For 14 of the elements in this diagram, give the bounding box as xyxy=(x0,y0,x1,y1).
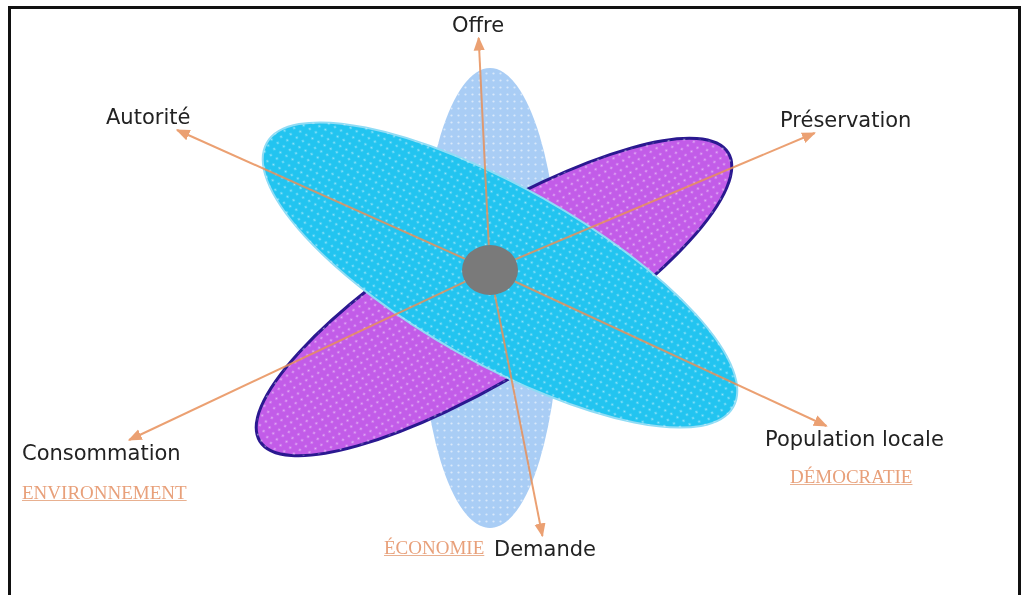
dimension-label: ÉCONOMIE xyxy=(384,537,485,559)
axis-arrow xyxy=(513,280,828,427)
axis-label: Demande xyxy=(494,536,596,562)
axis-label: Offre xyxy=(452,12,505,38)
axis-label: Préservation xyxy=(780,107,912,133)
axis-arrow xyxy=(493,293,546,538)
axis-arrow xyxy=(473,36,490,246)
axis-arrow xyxy=(514,132,816,261)
axis-arrow xyxy=(175,129,466,260)
axis-label: Autorité xyxy=(106,104,191,130)
axis-label: Population locale xyxy=(765,426,944,452)
dimension-label: ENVIRONNEMENT xyxy=(22,482,187,504)
axis-label: Consommation xyxy=(22,440,181,466)
dimension-label: DÉMOCRATIE xyxy=(790,466,913,488)
